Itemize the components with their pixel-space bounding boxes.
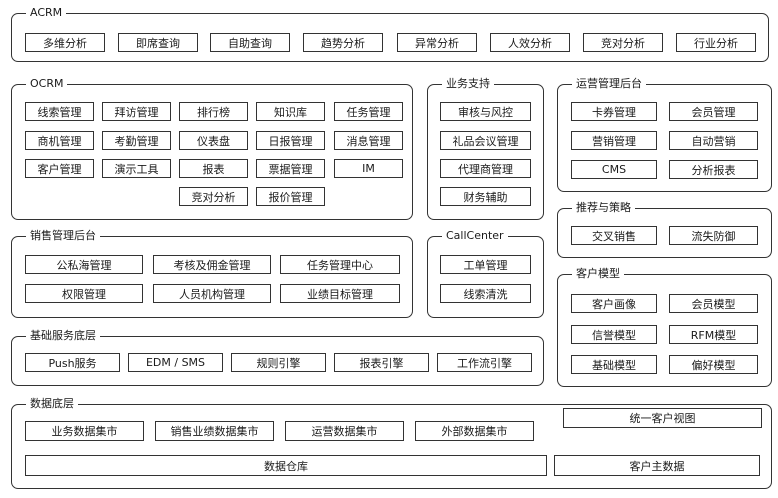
mart-operations-data[interactable]: 运营数据集市 — [285, 421, 404, 441]
ocrm-lead-management[interactable]: 线索管理 — [25, 102, 94, 121]
biz-agent-management[interactable]: 代理商管理 — [440, 159, 531, 178]
mart-sales-performance-data[interactable]: 销售业绩数据集市 — [155, 421, 274, 441]
svc-edm-sms[interactable]: EDM / SMS — [128, 353, 223, 372]
business-support-title: 业务支持 — [442, 77, 494, 91]
acrm-item-multidim-analysis[interactable]: 多维分析 — [25, 33, 105, 52]
cc-lead-cleansing[interactable]: 线索清洗 — [440, 284, 531, 303]
acrm-item-self-query[interactable]: 自助查询 — [210, 33, 290, 52]
callcenter-group: CallCenter 工单管理 线索清洗 — [427, 229, 544, 318]
unified-customer-view[interactable]: 统一客户视图 — [563, 408, 762, 428]
acrm-item-adhoc-query[interactable]: 即席查询 — [118, 33, 198, 52]
model-member[interactable]: 会员模型 — [669, 294, 758, 313]
sales-performance-target[interactable]: 业绩目标管理 — [280, 284, 400, 303]
ops-backend-title: 运营管理后台 — [572, 77, 646, 91]
customer-model-title: 客户模型 — [572, 267, 624, 281]
customer-model-group: 客户模型 客户画像 会员模型 信誉模型 RFM模型 基础模型 偏好模型 — [557, 267, 772, 387]
ocrm-quote-management[interactable]: 报价管理 — [256, 187, 325, 206]
recommendation-group: 推荐与策略 交叉销售 流失防御 — [557, 201, 772, 258]
business-support-group: 业务支持 审核与风控 礼品会议管理 代理商管理 财务辅助 — [427, 77, 544, 220]
customer-master-data[interactable]: 客户主数据 — [554, 455, 760, 476]
ocrm-leaderboard[interactable]: 排行榜 — [179, 102, 248, 121]
svc-rule-engine[interactable]: 规则引擎 — [231, 353, 326, 372]
ocrm-invoice-management[interactable]: 票据管理 — [256, 159, 325, 178]
sales-permission-management[interactable]: 权限管理 — [25, 284, 143, 303]
model-rfm[interactable]: RFM模型 — [669, 325, 758, 344]
sales-task-center[interactable]: 任务管理中心 — [280, 255, 400, 274]
ocrm-knowledge-base[interactable]: 知识库 — [256, 102, 325, 121]
ocrm-attendance-management[interactable]: 考勤管理 — [102, 131, 171, 150]
ocrm-im[interactable]: IM — [334, 159, 403, 178]
model-preference[interactable]: 偏好模型 — [669, 355, 758, 374]
ocrm-group: OCRM 线索管理 拜访管理 排行榜 知识库 任务管理 商机管理 考勤管理 仪表… — [11, 77, 413, 220]
rec-cross-selling[interactable]: 交叉销售 — [571, 226, 657, 245]
ocrm-message-management[interactable]: 消息管理 — [334, 131, 403, 150]
svc-workflow-engine[interactable]: 工作流引擎 — [437, 353, 532, 372]
biz-review-risk-control[interactable]: 审核与风控 — [440, 102, 531, 121]
data-layer-group: 数据底层 业务数据集市 销售业绩数据集市 运营数据集市 外部数据集市 数据仓库 … — [11, 397, 772, 489]
data-layer-title: 数据底层 — [26, 397, 78, 411]
sales-backend-title: 销售管理后台 — [26, 229, 100, 243]
data-warehouse[interactable]: 数据仓库 — [25, 455, 547, 476]
mart-business-data[interactable]: 业务数据集市 — [25, 421, 144, 441]
acrm-item-trend-analysis[interactable]: 趋势分析 — [303, 33, 383, 52]
ops-coupon-management[interactable]: 卡券管理 — [571, 102, 657, 121]
base-services-title: 基础服务底层 — [26, 329, 100, 343]
biz-gift-meeting-management[interactable]: 礼品会议管理 — [440, 131, 531, 150]
cc-ticket-management[interactable]: 工单管理 — [440, 255, 531, 274]
sales-org-personnel[interactable]: 人员机构管理 — [153, 284, 271, 303]
ocrm-reports[interactable]: 报表 — [179, 159, 248, 178]
ocrm-competitor-analysis[interactable]: 竞对分析 — [179, 187, 248, 206]
ocrm-customer-management[interactable]: 客户管理 — [25, 159, 94, 178]
sales-public-private-pool[interactable]: 公私海管理 — [25, 255, 143, 274]
ops-analysis-reports[interactable]: 分析报表 — [669, 160, 758, 179]
base-services-group: 基础服务底层 Push服务 EDM / SMS 规则引擎 报表引擎 工作流引擎 — [11, 329, 544, 386]
ops-auto-marketing[interactable]: 自动营销 — [669, 131, 758, 150]
ocrm-opportunity-management[interactable]: 商机管理 — [25, 131, 94, 150]
acrm-item-anomaly-analysis[interactable]: 异常分析 — [397, 33, 477, 52]
ocrm-title: OCRM — [26, 77, 68, 91]
ops-member-management[interactable]: 会员管理 — [669, 102, 758, 121]
acrm-item-industry-analysis[interactable]: 行业分析 — [676, 33, 756, 52]
ocrm-visit-management[interactable]: 拜访管理 — [102, 102, 171, 121]
sales-backend-group: 销售管理后台 公私海管理 考核及佣金管理 任务管理中心 权限管理 人员机构管理 … — [11, 229, 413, 318]
ops-marketing-management[interactable]: 营销管理 — [571, 131, 657, 150]
model-credit[interactable]: 信誉模型 — [571, 325, 657, 344]
rec-churn-defense[interactable]: 流失防御 — [669, 226, 758, 245]
callcenter-title: CallCenter — [442, 229, 508, 243]
ops-cms[interactable]: CMS — [571, 160, 657, 179]
biz-finance-assist[interactable]: 财务辅助 — [440, 187, 531, 206]
mart-external-data[interactable]: 外部数据集市 — [415, 421, 534, 441]
svc-report-engine[interactable]: 报表引擎 — [334, 353, 429, 372]
recommendation-title: 推荐与策略 — [572, 201, 635, 215]
acrm-item-efficiency-analysis[interactable]: 人效分析 — [490, 33, 570, 52]
ocrm-dashboard[interactable]: 仪表盘 — [179, 131, 248, 150]
model-basic[interactable]: 基础模型 — [571, 355, 657, 374]
ocrm-demo-tools[interactable]: 演示工具 — [102, 159, 171, 178]
acrm-item-competitor-analysis[interactable]: 竞对分析 — [583, 33, 663, 52]
ocrm-daily-report-management[interactable]: 日报管理 — [256, 131, 325, 150]
acrm-title: ACRM — [26, 6, 67, 20]
model-customer-profile[interactable]: 客户画像 — [571, 294, 657, 313]
ops-backend-group: 运营管理后台 卡券管理 会员管理 营销管理 自动营销 CMS 分析报表 — [557, 77, 772, 192]
svc-push[interactable]: Push服务 — [25, 353, 120, 372]
acrm-group: ACRM 多维分析 即席查询 自助查询 趋势分析 异常分析 人效分析 竞对分析 … — [11, 6, 769, 62]
ocrm-task-management[interactable]: 任务管理 — [334, 102, 403, 121]
sales-assessment-commission[interactable]: 考核及佣金管理 — [153, 255, 271, 274]
